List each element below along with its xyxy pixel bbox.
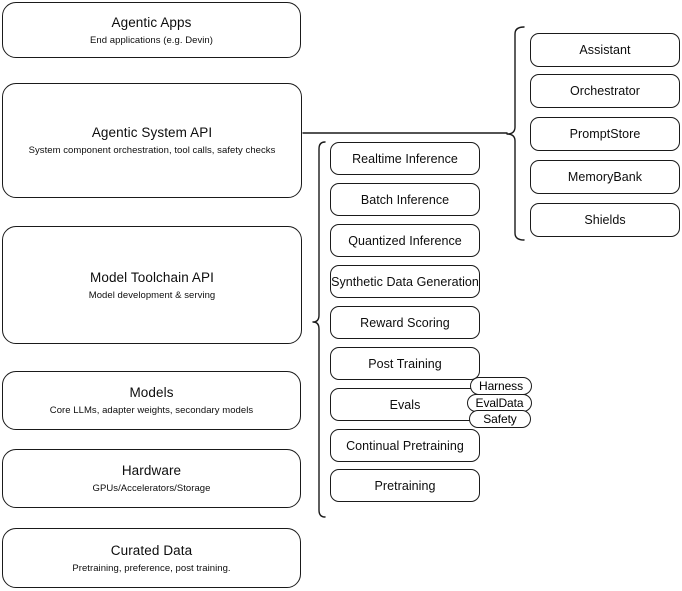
capability-label: Post Training [368, 356, 442, 371]
capability-reward-scoring[interactable]: Reward Scoring [330, 306, 480, 339]
capability-label: Synthetic Data Generation [331, 274, 479, 289]
capability-label: Pretraining [374, 478, 436, 493]
component-orchestrator[interactable]: Orchestrator [530, 74, 680, 108]
layer-models[interactable]: Models Core LLMs, adapter weights, secon… [2, 371, 301, 430]
capability-label: Quantized Inference [348, 233, 462, 248]
component-label: Shields [584, 213, 626, 227]
layer-title: Hardware [121, 463, 182, 478]
capability-pretraining[interactable]: Pretraining [330, 469, 480, 502]
layer-subtitle: End applications (e.g. Devin) [90, 34, 213, 46]
layer-title: Model Toolchain API [90, 269, 214, 285]
layer-subtitle: Core LLMs, adapter weights, secondary mo… [49, 405, 254, 416]
capability-post-training[interactable]: Post Training [330, 347, 480, 380]
layer-subtitle: Pretraining, preference, post training. [72, 562, 231, 574]
capability-continual-pretraining[interactable]: Continual Pretraining [330, 429, 480, 462]
component-label: Orchestrator [569, 84, 641, 98]
eval-pill-label: Harness [479, 379, 523, 393]
layer-model-toolchain-api[interactable]: Model Toolchain API Model development & … [2, 226, 302, 344]
layer-hardware[interactable]: Hardware GPUs/Accelerators/Storage [2, 449, 301, 508]
layer-agentic-system-api[interactable]: Agentic System API System component orch… [2, 83, 302, 198]
capability-synthetic-data-generation[interactable]: Synthetic Data Generation [330, 265, 480, 298]
capability-batch-inference[interactable]: Batch Inference [330, 183, 480, 216]
capability-label: Continual Pretraining [346, 438, 464, 453]
component-assistant[interactable]: Assistant [530, 33, 680, 67]
component-promptstore[interactable]: PromptStore [530, 117, 680, 151]
layer-title: Agentic System API [91, 125, 213, 140]
capability-label: Realtime Inference [352, 151, 458, 166]
toolchain-bracket-icon [312, 141, 326, 518]
eval-pill-label: EvalData [475, 396, 524, 410]
component-label: MemoryBank [567, 170, 643, 184]
component-shields[interactable]: Shields [530, 203, 680, 237]
capability-evals[interactable]: Evals [330, 388, 480, 421]
capability-quantized-inference[interactable]: Quantized Inference [330, 224, 480, 257]
capability-label: Batch Inference [360, 192, 450, 207]
layer-title: Agentic Apps [111, 14, 192, 30]
component-memorybank[interactable]: MemoryBank [530, 160, 680, 194]
layer-agentic-apps[interactable]: Agentic Apps End applications (e.g. Devi… [2, 2, 301, 58]
capability-label: Evals [389, 397, 421, 412]
layer-title: Models [129, 385, 174, 400]
component-label: Assistant [579, 43, 631, 57]
eval-pill-label: Safety [483, 412, 517, 426]
layer-curated-data[interactable]: Curated Data Pretraining, preference, po… [2, 528, 301, 588]
layer-subtitle: GPUs/Accelerators/Storage [92, 483, 211, 494]
layer-title: Curated Data [110, 542, 193, 558]
layer-subtitle: Model development & serving [88, 289, 216, 301]
eval-pill-harness[interactable]: Harness [470, 377, 532, 395]
system-bracket-icon [506, 26, 525, 241]
component-label: PromptStore [569, 127, 641, 141]
layer-subtitle: System component orchestration, tool cal… [28, 145, 276, 156]
capability-realtime-inference[interactable]: Realtime Inference [330, 142, 480, 175]
capability-label: Reward Scoring [360, 315, 450, 330]
eval-pill-safety[interactable]: Safety [469, 410, 531, 428]
